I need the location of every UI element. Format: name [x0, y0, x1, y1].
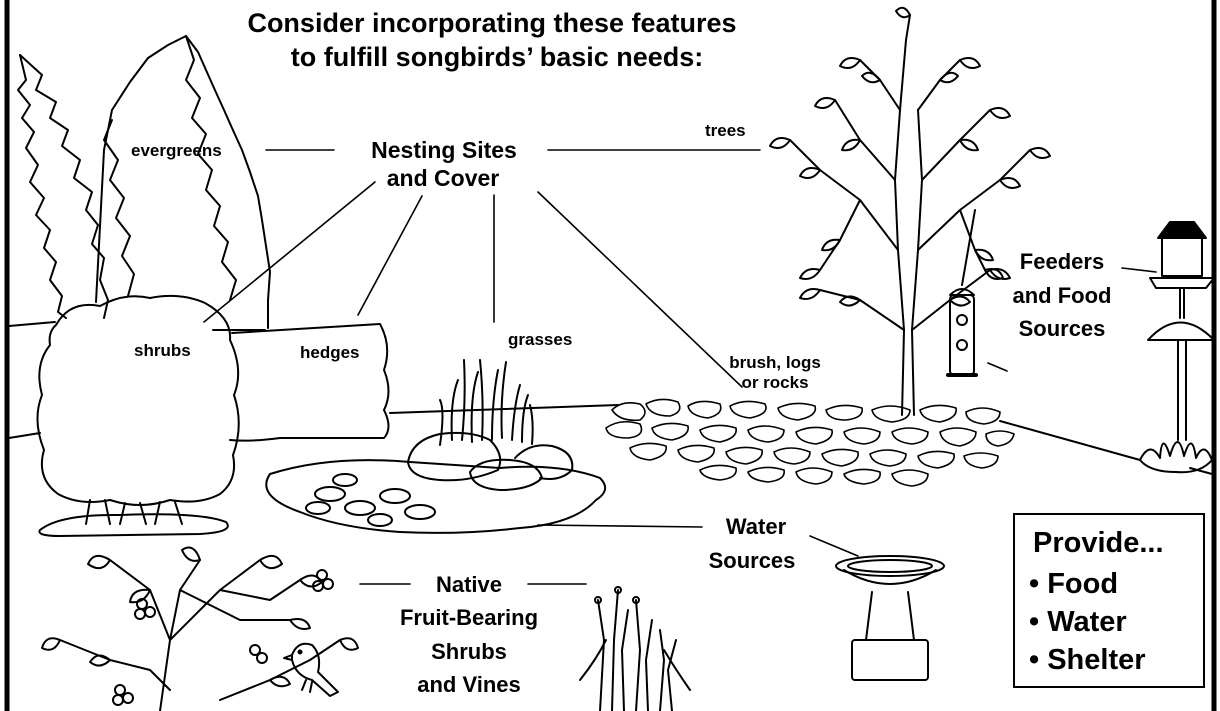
label-trees: trees [705, 121, 746, 141]
feeders-line-3: Sources [1019, 316, 1106, 341]
label-brush-line-2: or rocks [741, 373, 808, 393]
provide-box: Provide... • Food • Water • Shelter [1013, 513, 1205, 688]
native-line-1: Native [436, 572, 502, 597]
leader-feeder-tube [988, 363, 1007, 371]
pond-rocks [408, 433, 572, 490]
provide-item-food: • Food [1029, 565, 1146, 603]
hanging-tube-feeder [948, 210, 976, 375]
provide-item-water: • Water [1029, 603, 1146, 641]
shrub-bush [37, 296, 238, 536]
provide-list: • Food • Water • Shelter [1029, 565, 1146, 679]
evergreen-trees [18, 36, 270, 328]
lily-pads [306, 474, 435, 526]
pole-feeder [1140, 222, 1214, 472]
provide-item-shelter: • Shelter [1029, 641, 1146, 679]
shrub-leaves [42, 548, 358, 687]
birdbath [836, 556, 944, 680]
leader-hedges [358, 196, 422, 315]
fruit-bearing-shrub [42, 548, 358, 711]
water-line-2: Sources [709, 548, 796, 573]
rock-pile [606, 399, 1014, 486]
pond [266, 360, 605, 533]
leader-water-pond [538, 525, 702, 527]
feeders-line-1: Feeders [1020, 249, 1104, 274]
label-evergreens: evergreens [131, 141, 222, 161]
leader-brush [538, 192, 742, 387]
label-shrubs: shrubs [134, 341, 191, 361]
feeders-line-2: and Food [1013, 283, 1112, 308]
leader-shrubs [204, 182, 375, 322]
title-line-1: Consider incorporating these features [247, 7, 736, 39]
provide-heading: Provide... [1033, 527, 1164, 560]
native-line-4: and Vines [417, 672, 521, 697]
nesting-heading-line-2: and Cover [387, 165, 499, 191]
native-line-2: Fruit-Bearing [400, 605, 538, 630]
label-grasses: grasses [508, 330, 572, 350]
nesting-heading-line-1: Nesting Sites [371, 137, 517, 163]
title-line-2: to fulfill songbirds’ basic needs: [291, 41, 704, 73]
native-line-3: Shrubs [431, 639, 507, 664]
label-brush-line-1: brush, logs [729, 353, 821, 373]
water-line-1: Water [726, 514, 786, 539]
leader-water-birdbath [810, 536, 858, 556]
tree-leaves [770, 8, 1050, 306]
leader-feeders [1122, 268, 1156, 272]
native-vines [580, 587, 690, 711]
label-hedges: hedges [300, 343, 360, 363]
hedge [230, 324, 389, 441]
